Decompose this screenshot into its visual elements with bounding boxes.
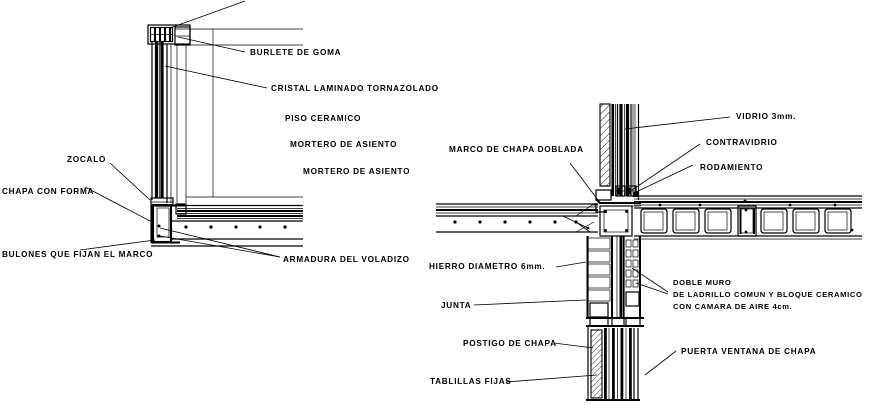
- right-upper-window-frame: [616, 104, 640, 200]
- label-burlete-de-goma: BURLETE DE GOMA: [250, 48, 341, 57]
- left-floor-layers: [170, 203, 303, 240]
- right-leader-lines: [473, 116, 731, 383]
- label-rodamiento: RODAMIENTO: [700, 163, 763, 172]
- right-detail-drawing: VIDRIO 3mm. CONTRAVIDRIO RODAMIENTO MARC…: [429, 103, 863, 402]
- right-upper-brick-pier: [599, 103, 616, 196]
- label-doble-muro-line3: CON CAMARA DE AIRE 4cm.: [673, 302, 792, 311]
- label-bulones-marco: BULONES QUE FIJAN EL MARCO: [2, 250, 153, 259]
- label-mortero-asiento-1: MORTERO DE ASIENTO: [290, 140, 397, 149]
- right-rodamiento-track: [615, 185, 639, 197]
- right-slab-hollow-blocks: [634, 195, 862, 240]
- label-cristal-laminado: CRISTAL LAMINADO TORNAZOLADO: [271, 84, 439, 93]
- left-detail-drawing: BURLETE DE GOMA CRISTAL LAMINADO TORNAZO…: [2, 0, 439, 264]
- label-doble-muro-line2: DE LADRILLO COMUN Y BLOQUE CERAMICO: [673, 290, 863, 299]
- label-doble-muro-line1: DOBLE MURO: [673, 278, 731, 287]
- left-glazing-run: [151, 28, 303, 203]
- label-contravidrio: CONTRAVIDRIO: [706, 138, 778, 147]
- label-chapa-con-forma: CHAPA CON FORMA: [2, 187, 94, 196]
- right-joint-band: [586, 316, 644, 328]
- left-slab-reinforcement-dots: [157, 224, 287, 238]
- label-junta: JUNTA: [441, 301, 471, 310]
- label-vidrio: VIDRIO 3mm.: [736, 112, 796, 121]
- right-shutter-and-leaves: [586, 326, 640, 402]
- label-zocalo: ZOCALO: [67, 155, 106, 164]
- label-marco-chapa-doblada: MARCO DE CHAPA DOBLADA: [449, 145, 584, 154]
- label-mortero-asiento-2: MORTERO DE ASIENTO: [303, 167, 410, 176]
- label-puerta-ventana-chapa: PUERTA VENTANA DE CHAPA: [681, 347, 816, 356]
- label-hierro-diametro: HIERRO DIAMETRO 6mm.: [429, 262, 545, 271]
- right-ring-beam-section: [599, 205, 633, 237]
- label-postigo-chapa: POSTIGO DE CHAPA: [463, 339, 557, 348]
- left-frame-head: [147, 24, 191, 46]
- label-piso-ceramico: PISO CERAMICO: [285, 114, 361, 123]
- left-leader-lines: [79, 0, 281, 258]
- label-tablillas-fijas: TABLILLAS FIJAS: [430, 377, 512, 386]
- label-armadura-voladizo: ARMADURA DEL VOLADIZO: [283, 255, 410, 264]
- right-slab-left-arm: [436, 203, 598, 233]
- left-cantilever-nose: [150, 203, 303, 247]
- right-lower-double-wall: [586, 236, 641, 318]
